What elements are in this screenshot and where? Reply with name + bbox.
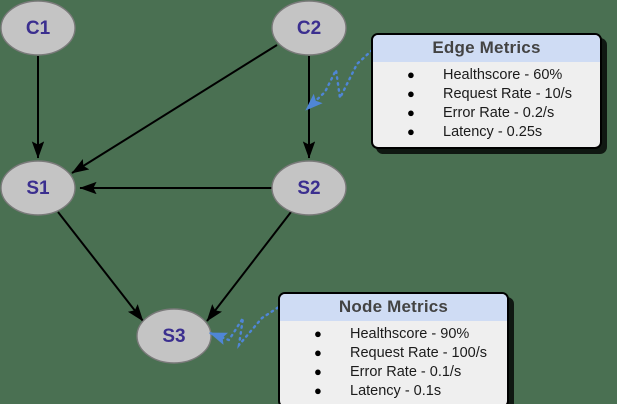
edge-layer bbox=[31, 44, 316, 322]
node-metrics-body: Healthscore - 90% Request Rate - 100/s E… bbox=[280, 321, 507, 404]
node-c2-label: C2 bbox=[297, 18, 321, 39]
node-s3-label: S3 bbox=[162, 326, 185, 347]
list-item: Latency - 0.1s bbox=[314, 381, 507, 401]
node-c1[interactable]: C1 bbox=[0, 0, 76, 56]
list-item: Request Rate - 100/s bbox=[314, 343, 507, 363]
node-metrics-connector-icon bbox=[208, 299, 290, 349]
node-s2-label: S2 bbox=[297, 178, 320, 199]
list-item: Healthscore - 90% bbox=[314, 324, 507, 344]
callout-connector-layer bbox=[208, 40, 383, 349]
edge-metrics-list: Healthscore - 60% Request Rate - 10/s Er… bbox=[373, 65, 600, 142]
node-metrics-title: Node Metrics bbox=[280, 294, 507, 321]
edge-s1-s3 bbox=[57, 211, 144, 322]
node-s2[interactable]: S2 bbox=[271, 160, 347, 216]
list-item: Latency - 0.25s bbox=[407, 122, 600, 142]
node-metrics-list: Healthscore - 90% Request Rate - 100/s E… bbox=[280, 324, 507, 401]
list-item: Healthscore - 60% bbox=[407, 65, 600, 85]
edge-s2-s3 bbox=[206, 211, 292, 322]
list-item: Error Rate - 0.1/s bbox=[314, 362, 507, 382]
edge-metrics-body: Healthscore - 60% Request Rate - 10/s Er… bbox=[373, 62, 600, 147]
edge-metrics-title: Edge Metrics bbox=[373, 35, 600, 62]
edge-c2-s1 bbox=[71, 44, 278, 174]
edge-metrics-connector-icon bbox=[304, 40, 383, 112]
edge-metrics-callout[interactable]: Edge Metrics Healthscore - 60% Request R… bbox=[371, 33, 602, 149]
node-c2[interactable]: C2 bbox=[271, 0, 347, 56]
list-item: Request Rate - 10/s bbox=[407, 84, 600, 104]
node-s1[interactable]: S1 bbox=[0, 160, 76, 216]
node-layer: C1 C2 S1 S2 S3 bbox=[0, 0, 347, 364]
node-s1-label: S1 bbox=[26, 178, 50, 199]
node-s3[interactable]: S3 bbox=[136, 308, 212, 364]
node-c1-label: C1 bbox=[26, 18, 51, 39]
node-metrics-callout[interactable]: Node Metrics Healthscore - 90% Request R… bbox=[278, 292, 509, 404]
list-item: Error Rate - 0.2/s bbox=[407, 103, 600, 123]
